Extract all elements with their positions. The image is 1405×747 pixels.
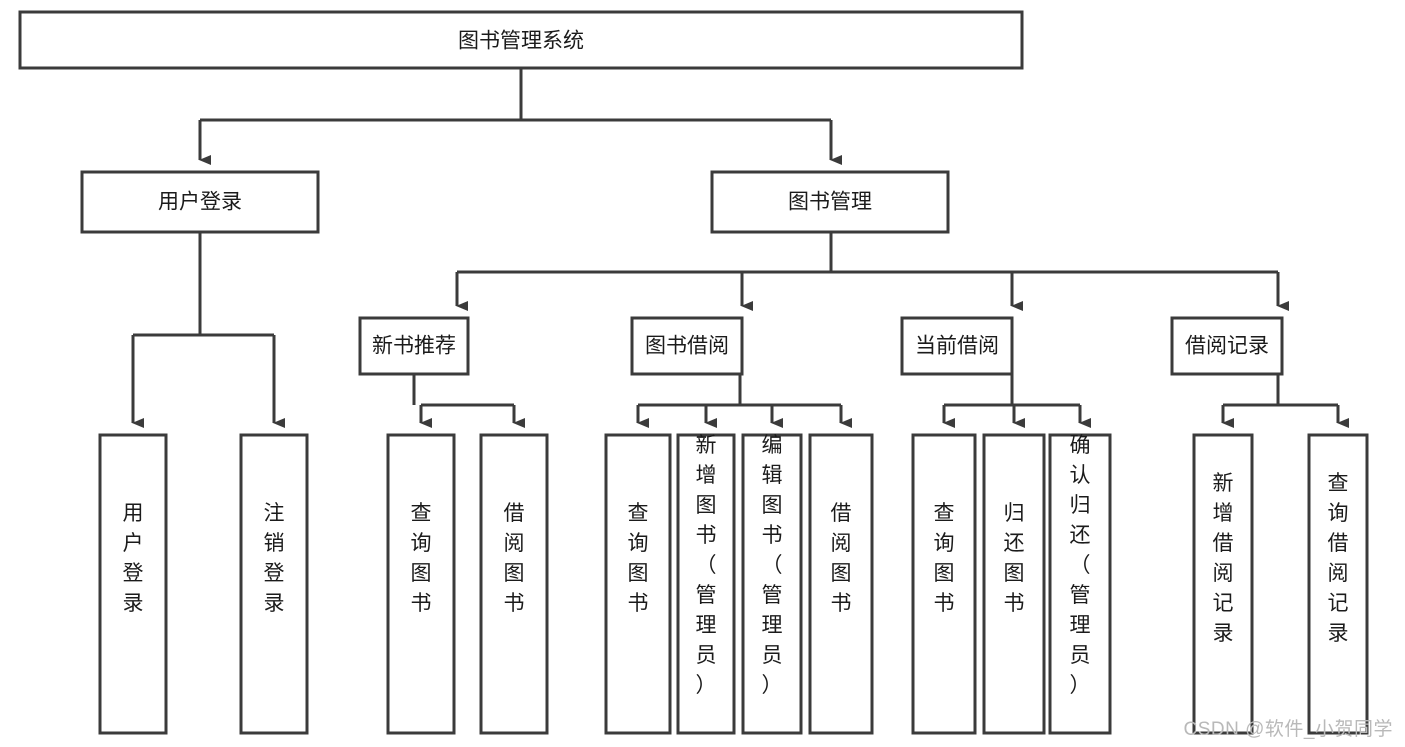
node-leaf-add-book-admin-box[interactable] [676,433,736,735]
connector-layer [131,68,1349,428]
node-borrow-records[interactable]: 借阅记录 [1170,316,1284,376]
node-leaf-return-book[interactable]: 归还图书 [982,433,1046,735]
node-new-book-recommend-box[interactable] [358,316,470,376]
node-leaf-borrow-book-1-label: 借阅图书 [504,502,525,615]
node-leaf-query-book-2[interactable]: 查询图书 [604,433,672,735]
node-leaf-query-borrow-record-box[interactable] [1307,433,1369,735]
node-book-borrow-label: 图书借阅 [645,335,729,358]
node-root-label: 图书管理系统 [458,30,584,53]
node-leaf-return-book-label: 归还图书 [1004,502,1025,615]
node-leaf-query-book-3[interactable]: 查询图书 [911,433,977,735]
node-leaf-add-book-admin-label: 新增图书（管理员） [696,434,717,697]
node-borrow-records-box[interactable] [1170,316,1284,376]
node-user-login-box[interactable] [80,170,320,234]
node-book-management-box[interactable] [710,170,950,234]
node-leaf-query-borrow-record[interactable]: 查询借阅记录 [1307,433,1369,735]
node-leaf-borrow-book-2-box[interactable] [808,433,874,735]
node-current-borrow-label: 当前借阅 [915,335,999,358]
node-leaf-query-borrow-record-label: 查询借阅记录 [1328,472,1349,645]
node-current-borrow-box[interactable] [900,316,1014,376]
node-leaf-borrow-book-1[interactable]: 借阅图书 [479,433,549,735]
node-book-borrow[interactable]: 图书借阅 [630,316,744,376]
node-leaf-query-book-2-label: 查询图书 [628,502,649,615]
node-leaf-confirm-return-admin-box[interactable] [1048,433,1112,735]
node-leaf-logout-box[interactable] [239,433,309,735]
node-root-box[interactable] [18,10,1024,70]
node-leaf-query-book-3-box[interactable] [911,433,977,735]
node-leaf-query-book-2-box[interactable] [604,433,672,735]
node-borrow-records-label: 借阅记录 [1185,335,1269,358]
node-leaf-edit-book-admin[interactable]: 编辑图书（管理员） [741,433,803,735]
node-book-management-label: 图书管理 [788,191,872,214]
node-leaf-confirm-return-admin[interactable]: 确认归还（管理员） [1048,433,1112,735]
node-leaf-edit-book-admin-box[interactable] [741,433,803,735]
node-leaf-query-book-3-label: 查询图书 [934,502,955,615]
node-new-book-recommend-label: 新书推荐 [372,335,456,358]
csdn-watermark: CSDN @软件_小贺同学 [1183,719,1393,740]
node-new-book-recommend[interactable]: 新书推荐 [358,316,470,376]
node-leaf-logout-label: 注销登录 [264,502,285,615]
node-leaf-query-book-1[interactable]: 查询图书 [386,433,456,735]
node-leaf-add-borrow-record-box[interactable] [1192,433,1254,735]
node-leaf-user-login-box[interactable] [98,433,168,735]
node-leaf-query-book-1-box[interactable] [386,433,456,735]
node-user-login[interactable]: 用户登录 [80,170,320,234]
node-leaf-borrow-book-2[interactable]: 借阅图书 [808,433,874,735]
node-book-management[interactable]: 图书管理 [710,170,950,234]
node-leaf-return-book-box[interactable] [982,433,1046,735]
node-leaf-confirm-return-admin-label: 确认归还（管理员） [1070,434,1091,697]
node-leaf-add-borrow-record[interactable]: 新增借阅记录 [1192,433,1254,735]
node-leaf-add-borrow-record-label: 新增借阅记录 [1213,472,1234,645]
node-leaf-add-book-admin[interactable]: 新增图书（管理员） [676,433,736,735]
node-book-borrow-box[interactable] [630,316,744,376]
node-leaf-query-book-1-label: 查询图书 [411,502,432,615]
node-user-login-label: 用户登录 [158,191,242,214]
node-leaf-user-login-label: 用户登录 [123,502,144,615]
node-leaf-borrow-book-1-box[interactable] [479,433,549,735]
node-root[interactable]: 图书管理系统 [18,10,1024,70]
node-leaf-logout[interactable]: 注销登录 [239,433,309,735]
node-leaf-borrow-book-2-label: 借阅图书 [831,502,852,615]
node-leaf-user-login[interactable]: 用户登录 [98,433,168,735]
node-leaf-edit-book-admin-label: 编辑图书（管理员） [762,434,783,697]
node-current-borrow[interactable]: 当前借阅 [900,316,1014,376]
